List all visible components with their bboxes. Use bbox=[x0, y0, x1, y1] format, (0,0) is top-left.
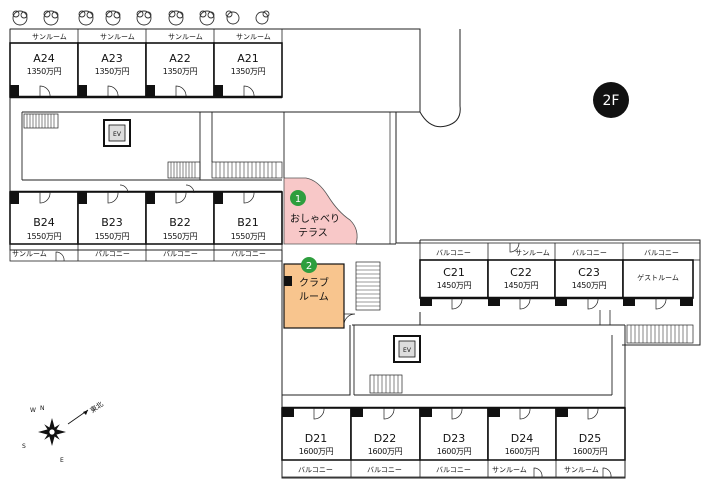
balcony-label: バルコニー bbox=[572, 249, 607, 257]
compass-icon bbox=[38, 409, 89, 446]
elevator-label: EV bbox=[403, 347, 412, 354]
unit-B23-price: 1550万円 bbox=[95, 232, 130, 241]
unit-D23-name: D23 bbox=[443, 432, 465, 445]
corridor-left bbox=[21, 111, 283, 181]
unit-D24-price: 1600万円 bbox=[505, 447, 540, 456]
bottom-strip-d bbox=[281, 459, 626, 478]
elevator-icon: EV bbox=[103, 119, 131, 147]
unit-C21-price: 1450万円 bbox=[437, 281, 472, 290]
unit-A22-price: 1350万円 bbox=[163, 67, 198, 76]
balcony-label: バルコニー bbox=[163, 250, 198, 258]
balcony-label: バルコニー bbox=[95, 250, 130, 258]
terrace-label-line1: おしゃべり bbox=[290, 213, 340, 225]
elevator-icon: EV bbox=[393, 335, 421, 363]
tree-icon bbox=[12, 10, 28, 26]
balcony-label: バルコニー bbox=[298, 466, 333, 474]
club-label-line2: ルーム bbox=[299, 291, 329, 303]
sunroom-label: サンルーム bbox=[12, 250, 47, 258]
terrace-label-line2: テラス bbox=[298, 227, 328, 239]
terrace-badge bbox=[290, 190, 306, 206]
tree-row bbox=[12, 10, 270, 26]
compass-northeast: 東北 bbox=[88, 399, 105, 414]
sunroom-label: サンルーム bbox=[168, 33, 203, 41]
tree-icon bbox=[43, 10, 59, 26]
unit-A21-name: A21 bbox=[237, 52, 259, 65]
unit-A24-price: 1350万円 bbox=[27, 67, 62, 76]
tree-icon bbox=[105, 10, 121, 26]
unit-B21-name: B21 bbox=[237, 216, 259, 229]
unit-B21-price: 1550万円 bbox=[231, 232, 266, 241]
club-door bbox=[343, 313, 356, 326]
unit-D23-price: 1600万円 bbox=[437, 447, 472, 456]
tree-icon bbox=[255, 10, 270, 25]
stair-center bbox=[355, 261, 381, 311]
units-a-row bbox=[9, 42, 283, 99]
compass-w: W bbox=[30, 407, 36, 414]
unit-B24-price: 1550万円 bbox=[27, 232, 62, 241]
units-b-row bbox=[9, 184, 283, 245]
atrium-walls bbox=[283, 112, 396, 245]
unit-C22-price: 1450万円 bbox=[504, 281, 539, 290]
unit-C23-price: 1450万円 bbox=[572, 281, 607, 290]
unit-C23-name: C23 bbox=[578, 266, 600, 279]
balcony-label: バルコニー bbox=[436, 466, 471, 474]
floor-badge bbox=[593, 82, 629, 118]
unit-A23-name: A23 bbox=[101, 52, 123, 65]
bottom-strip-b bbox=[9, 243, 283, 262]
sunroom-label: サンルーム bbox=[515, 249, 550, 257]
compass-n: N bbox=[40, 405, 45, 412]
corridor-lower bbox=[353, 325, 613, 396]
tree-icon bbox=[168, 10, 184, 26]
unit-A24-name: A24 bbox=[33, 52, 55, 65]
balcony-label: バルコニー bbox=[367, 466, 402, 474]
unit-D21-price: 1600万円 bbox=[299, 447, 334, 456]
stair-lower bbox=[369, 374, 403, 394]
floor-label: 2F bbox=[603, 93, 620, 109]
balcony-label: バルコニー bbox=[436, 249, 471, 257]
unit-D22-price: 1600万円 bbox=[368, 447, 403, 456]
compass-e: E bbox=[60, 457, 64, 464]
units-c-row bbox=[419, 259, 694, 325]
unit-C22-name: C22 bbox=[510, 266, 532, 279]
club-number: 2 bbox=[306, 261, 312, 272]
stair-right bbox=[626, 324, 694, 344]
compass-s: S bbox=[22, 443, 26, 450]
tree-icon bbox=[78, 10, 94, 26]
unit-D25-name: D25 bbox=[579, 432, 601, 445]
unit-A22-name: A22 bbox=[169, 52, 191, 65]
units-d-row bbox=[281, 406, 626, 461]
unit-D21-name: D21 bbox=[305, 432, 327, 445]
unit-A21-price: 1350万円 bbox=[231, 67, 266, 76]
stair-left bbox=[23, 113, 59, 129]
tree-icon bbox=[199, 10, 215, 26]
sunroom-label: サンルーム bbox=[100, 33, 135, 41]
terrace-number: 1 bbox=[295, 194, 301, 205]
club-room bbox=[283, 263, 345, 329]
unit-D24-name: D24 bbox=[511, 432, 533, 445]
guestroom-label: ゲストルーム bbox=[637, 273, 679, 282]
sunroom-label: サンルーム bbox=[564, 466, 599, 474]
unit-D22-name: D22 bbox=[374, 432, 396, 445]
balcony-label: バルコニー bbox=[231, 250, 266, 258]
unit-B24-name: B24 bbox=[33, 216, 55, 229]
tree-icon bbox=[136, 10, 152, 26]
unit-B22-name: B22 bbox=[169, 216, 191, 229]
sunroom-label: サンルーム bbox=[236, 33, 271, 41]
stair-mid bbox=[167, 161, 201, 179]
tree-icon bbox=[225, 10, 240, 25]
club-label-line1: クラブ bbox=[299, 276, 329, 289]
sunroom-label: サンルーム bbox=[492, 466, 527, 474]
club-badge bbox=[301, 257, 317, 273]
stair-right-top bbox=[211, 161, 283, 179]
sunroom-label: サンルーム bbox=[32, 33, 67, 41]
unit-A23-price: 1350万円 bbox=[95, 67, 130, 76]
club-room-pillar bbox=[284, 276, 292, 286]
unit-B22-price: 1550万円 bbox=[163, 232, 198, 241]
unit-D25-price: 1600万円 bbox=[573, 447, 608, 456]
unit-B23-name: B23 bbox=[101, 216, 123, 229]
elevator-label: EV bbox=[113, 131, 122, 138]
unit-C21-name: C21 bbox=[443, 266, 465, 279]
balcony-label: バルコニー bbox=[644, 249, 679, 257]
